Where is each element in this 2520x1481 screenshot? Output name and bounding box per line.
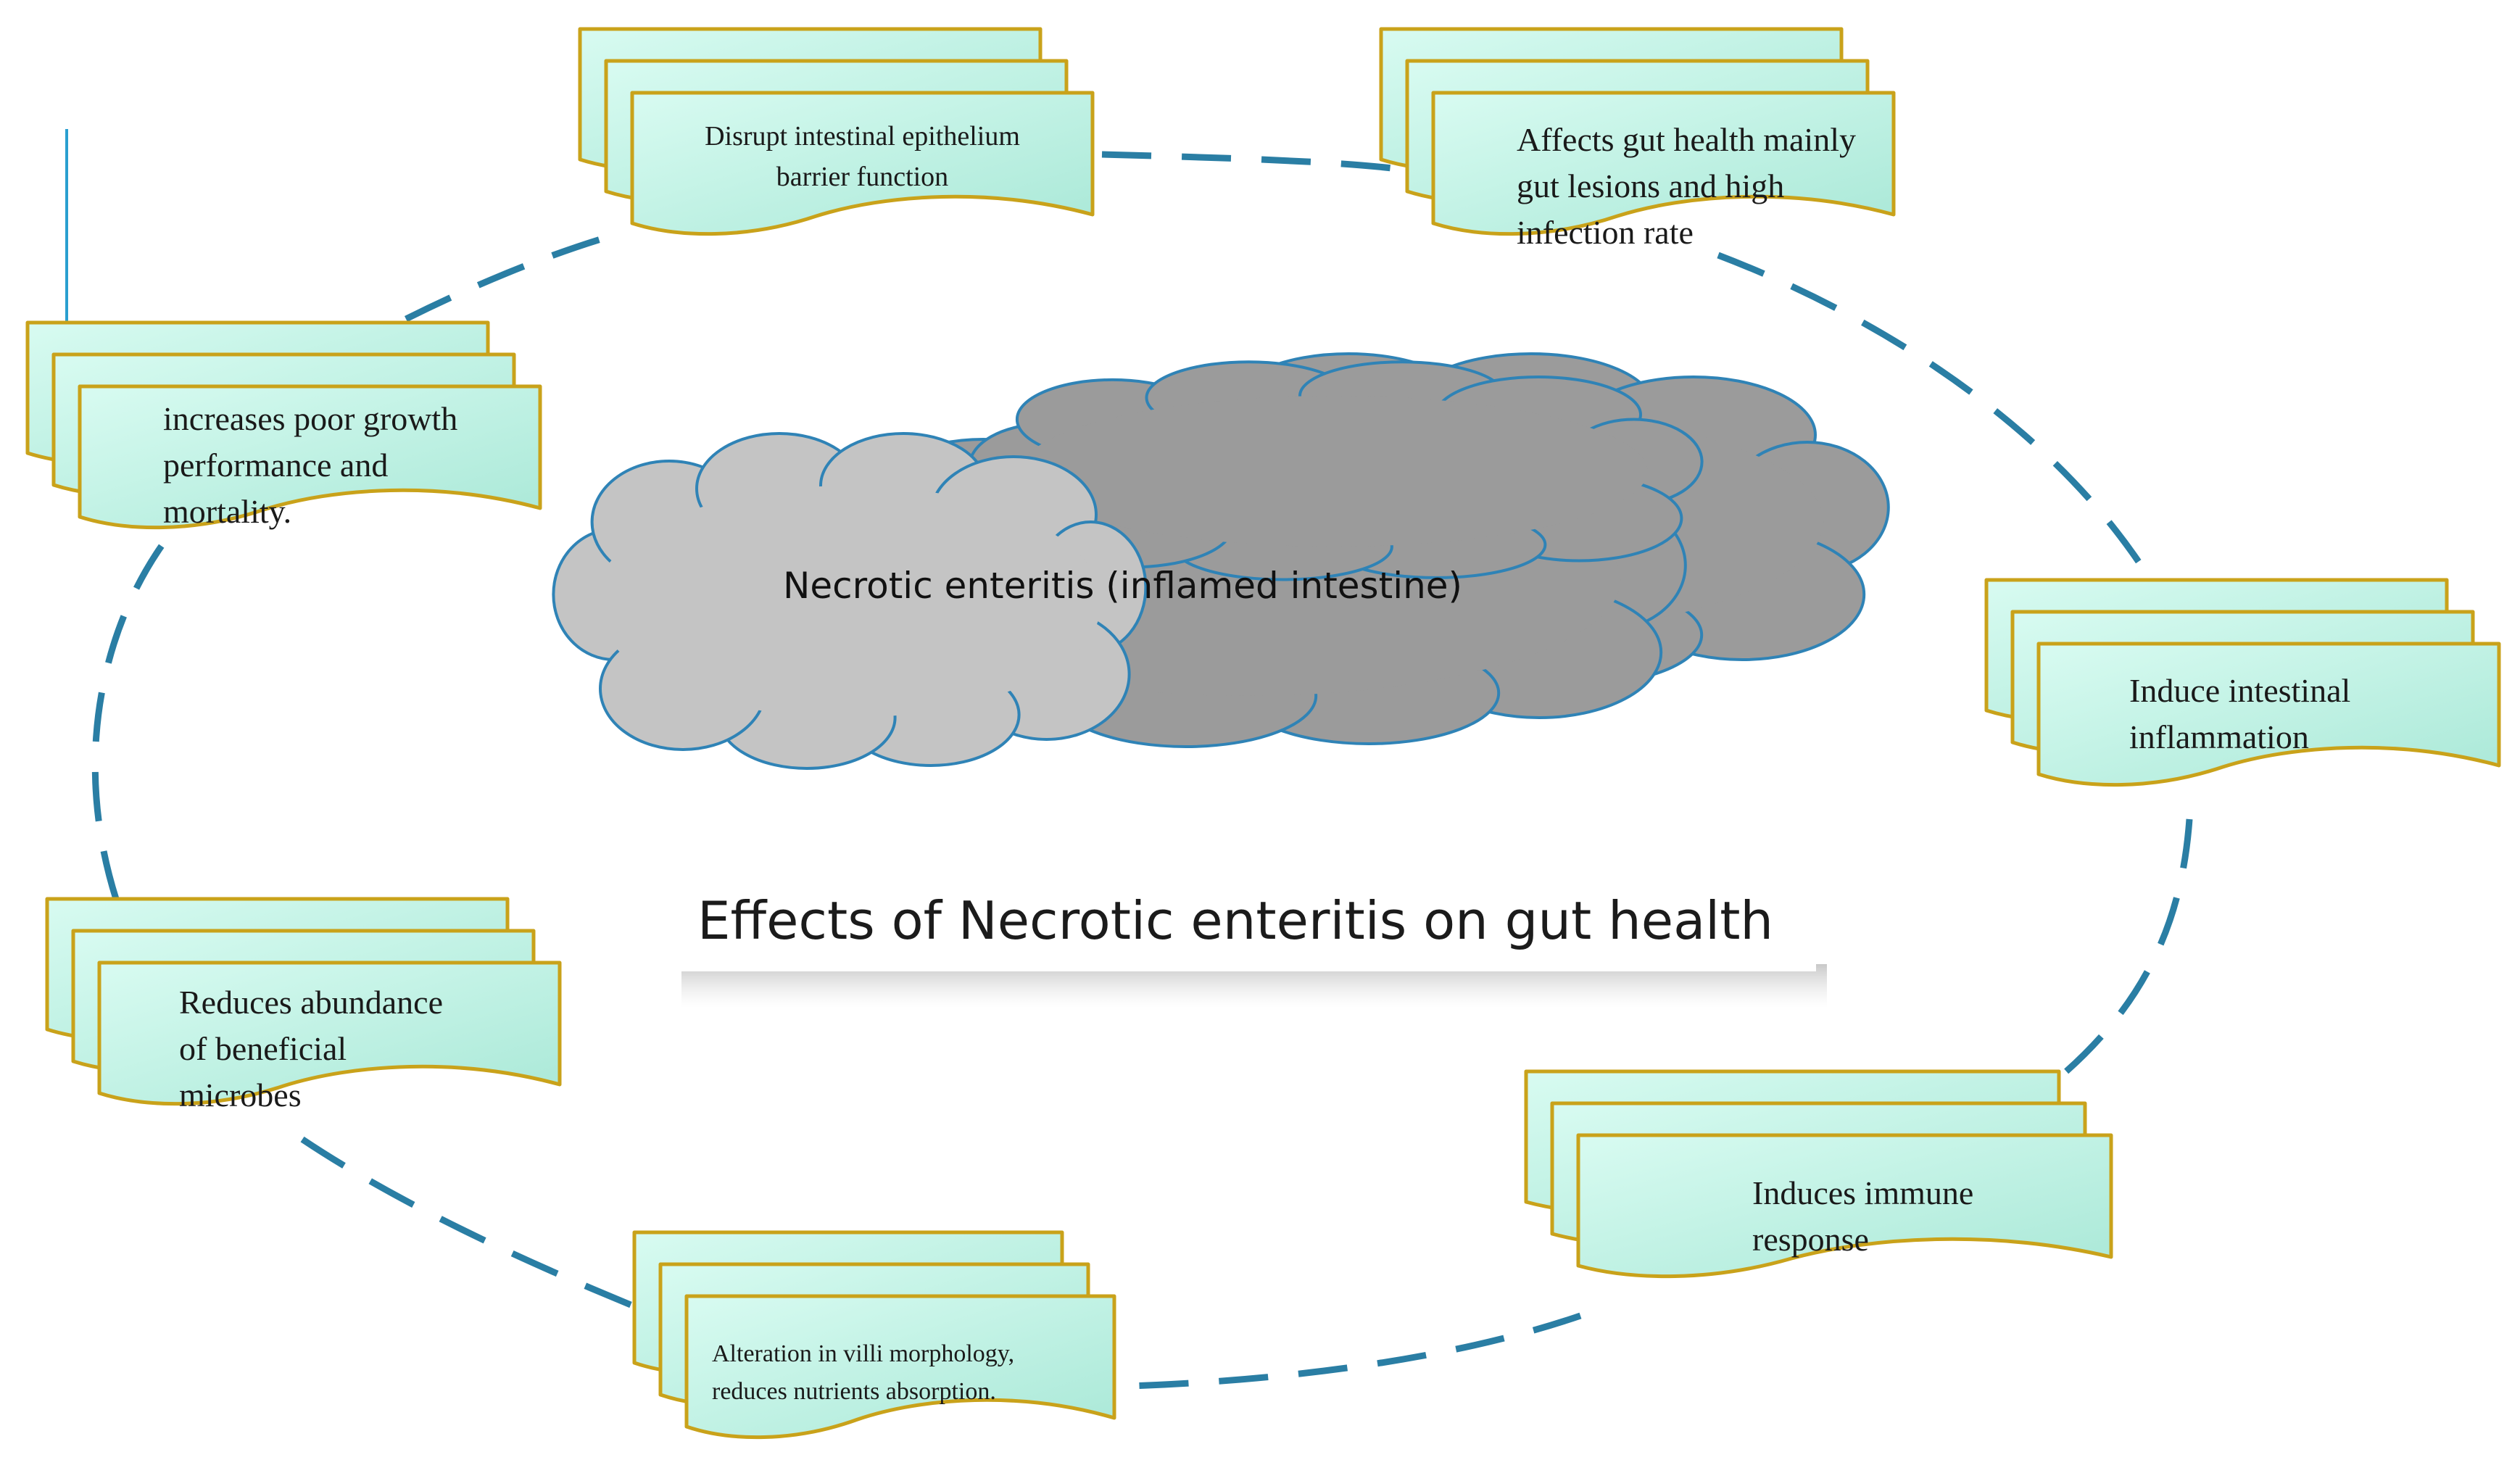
effect-box-inflammation: Induce intestinal inflammation [1984, 578, 2501, 787]
effect-text-growth: increases poor growth performance and mort… [163, 400, 457, 530]
connector-microbes-growth [91, 542, 166, 900]
effect-text-gut-lesions: Affects gut health mainly gut lesions and… [1517, 121, 1856, 251]
effect-box-epithelium: Disrupt intestinal epithelium barrier fun… [578, 27, 1095, 236]
cloud-label: Necrotic enteritis (inflamed intestine) [783, 565, 1462, 607]
connector-lesions-inflammation [1717, 252, 2149, 575]
effect-text-epithelium: Disrupt intestinal epithelium barrier fun… [705, 121, 1020, 192]
connector-villi-microbes [288, 1128, 632, 1308]
effect-line: barrier function [776, 162, 948, 192]
cloud-necrotic-enteritis [552, 352, 1890, 770]
effect-line: infection rate [1517, 214, 1694, 251]
effect-box-layer [630, 91, 1095, 236]
effect-line: Alteration in villi morphology, [712, 1340, 1014, 1367]
effect-box-layer [97, 961, 562, 1106]
effect-line: inflammation [2129, 718, 2309, 755]
title-group: Effects of Necrotic enteritis on gut hea… [678, 881, 1827, 1008]
effect-box-microbes: Reduces abundance of beneficial microbes [45, 897, 562, 1113]
diagram-title: Effects of Necrotic enteritis on gut hea… [697, 890, 1773, 951]
effect-line: performance and [163, 447, 388, 484]
effect-box-gut-lesions: Affects gut health mainly gut lesions and… [1379, 27, 1896, 251]
effect-box-layer [1576, 1133, 2113, 1279]
connector-growth-epithelium [404, 232, 614, 323]
effect-box-growth: increases poor growth performance and mort… [25, 320, 542, 530]
effect-line: reduces nutrients absorption. [712, 1378, 996, 1405]
effect-box-layer [2036, 642, 2501, 787]
effect-boxes: Disrupt intestinal epithelium barrier fun… [25, 27, 2501, 1440]
effect-line: microbes [179, 1076, 302, 1113]
effect-box-layer [684, 1294, 1116, 1440]
title-box [678, 881, 1816, 971]
effect-line: Induce intestinal [2129, 672, 2350, 709]
connector-immune-villi [1130, 1312, 1582, 1390]
effect-line: gut lesions and high [1517, 167, 1784, 204]
effect-box-layer [78, 384, 542, 530]
effect-text-immune: Induces immune response [1752, 1174, 1973, 1258]
connector-epithelium-lesions [1101, 151, 1393, 172]
effect-line: Induces immune [1752, 1174, 1973, 1211]
effect-box-villi: Alteration in villi morphology, reduces n… [632, 1230, 1116, 1440]
effect-line: response [1752, 1221, 1869, 1258]
effect-line: of beneficial [179, 1030, 347, 1067]
cloud-top-lobe [968, 360, 1704, 581]
effect-line: Disrupt intestinal epithelium [705, 121, 1020, 152]
effect-text-inflammation: Induce intestinal inflammation [2129, 672, 2350, 755]
cloud-left-lobe [552, 432, 1148, 770]
effect-text-villi: Alteration in villi morphology, reduces n… [712, 1340, 1014, 1405]
effect-line: mortality. [163, 493, 291, 530]
dashed-cycle [91, 151, 2193, 1390]
effect-box-layer [1431, 91, 1896, 236]
effect-text-microbes: Reduces abundance of beneficial microbes [179, 984, 443, 1113]
connector-inflammation-immune [2064, 818, 2193, 1074]
effect-box-immune: Induces immune response [1524, 1069, 2113, 1279]
effect-line: Affects gut health mainly [1517, 121, 1856, 158]
effect-line: Reduces abundance [179, 984, 443, 1021]
effect-line: increases poor growth [163, 400, 457, 437]
